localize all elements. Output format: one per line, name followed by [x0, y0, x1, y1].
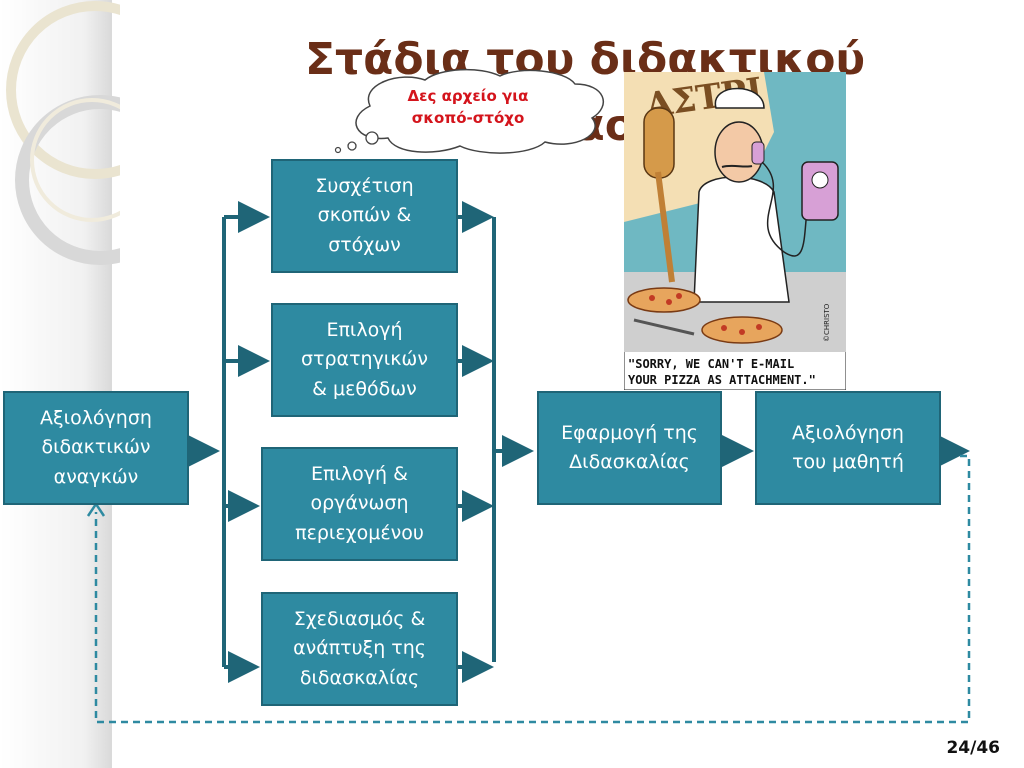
callout-text: Δες αρχείο για σκοπό-στόχο	[407, 87, 529, 127]
page-number: 24/46	[946, 738, 1000, 758]
box-content-organization: Επιλογή & οργάνωση περιεχομένου	[261, 447, 458, 561]
cartoon-caption-line-2: YOUR PIZZA AS ATTACHMENT."	[628, 373, 816, 387]
box-strategies-methods: Επιλογή στρατηγικών & μεθόδων	[271, 303, 458, 417]
box-student-assessment: Αξιολόγηση του μαθητή	[755, 391, 941, 505]
box-goals-objectives: Συσχέτιση σκοπών & στόχων	[271, 159, 458, 273]
decorative-rings	[0, 0, 120, 768]
cartoon-caption-line-1: "SORRY, WE CAN'T E-MAIL	[628, 357, 794, 371]
thought-cloud	[334, 68, 604, 154]
box-needs-assessment: Αξιολόγηση διδακτικών αναγκών	[3, 391, 189, 505]
cartoon-signature: ©CHRISTO	[823, 303, 831, 342]
pizza-chef-cartoon: ΑΣΤΡΙ ©CHRISTO "SORRY, WE CAN'T E-MAIL Y…	[624, 72, 846, 390]
box-implementation: Εφαρμογή της Διδασκαλίας	[537, 391, 722, 505]
box-design-development: Σχεδιασμός & ανάπτυξη της διδασκαλίας	[261, 592, 458, 706]
